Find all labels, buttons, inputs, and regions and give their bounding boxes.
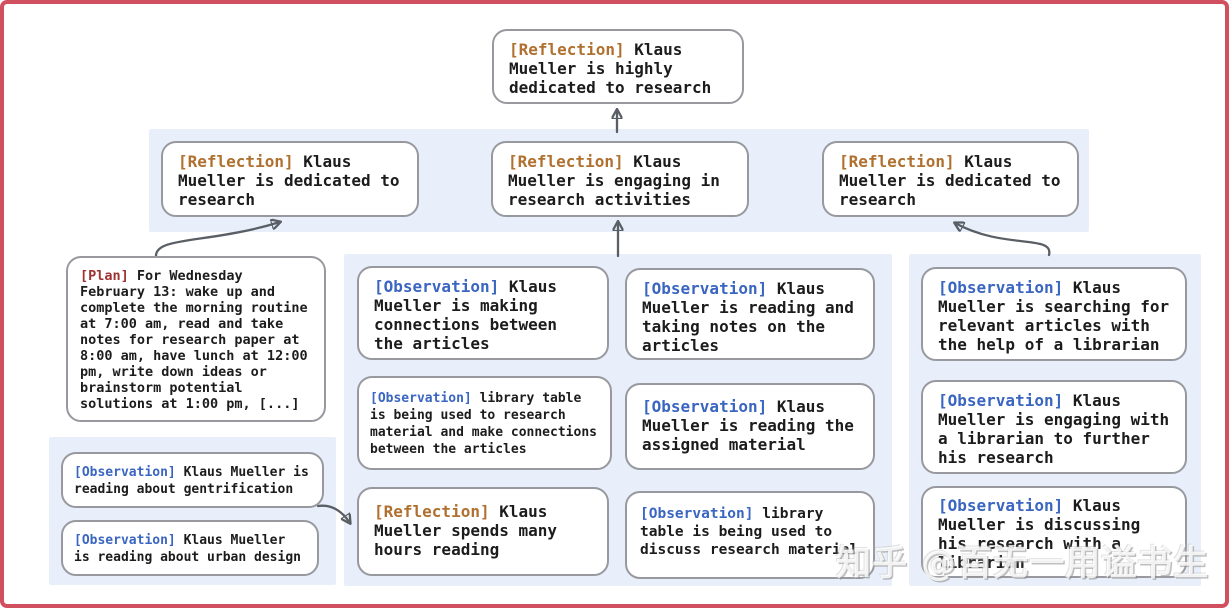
observation-tag: [Observation] xyxy=(74,465,176,480)
reflection-tag: [Reflection] xyxy=(178,152,294,171)
reflection-tag: [Reflection] xyxy=(509,40,625,59)
node-text: For Wednesday February 13: wake up and c… xyxy=(80,268,308,412)
node-reflection-left: [Reflection] Klaus Mueller is dedicated … xyxy=(161,141,419,217)
node-text: Klaus Mueller is engaging in research ac… xyxy=(508,152,720,209)
reflection-tag: [Reflection] xyxy=(508,152,624,171)
node-observation-making-connections: [Observation] Klaus Mueller is making co… xyxy=(357,266,609,360)
node-observation-discuss-material: [Observation] library table is being use… xyxy=(625,491,875,579)
node-observation-library-research: [Observation] library table is being use… xyxy=(357,376,612,470)
observation-tag: [Observation] xyxy=(642,397,768,416)
node-observation-engaging-librarian: [Observation] Klaus Mueller is engaging … xyxy=(921,380,1187,474)
observation-tag: [Observation] xyxy=(640,506,754,522)
node-text: Klaus Mueller is engaging with a librari… xyxy=(938,391,1170,467)
node-text: Klaus Mueller spends many hours reading xyxy=(374,502,558,559)
node-observation-assigned-material: [Observation] Klaus Mueller is reading t… xyxy=(625,383,875,470)
observation-tag: [Observation] xyxy=(938,496,1064,515)
node-reflection-hours-reading: [Reflection] Klaus Mueller spends many h… xyxy=(357,487,609,576)
observation-tag: [Observation] xyxy=(938,391,1064,410)
plan-tag: [Plan] xyxy=(80,268,129,284)
observation-tag: [Observation] xyxy=(938,278,1064,297)
node-observation-gentrification: [Observation] Klaus Mueller is reading a… xyxy=(61,452,324,508)
observation-tag: [Observation] xyxy=(642,279,768,298)
node-text: library table is being used to discuss r… xyxy=(640,506,859,558)
node-text: Klaus Mueller is making connections betw… xyxy=(374,277,558,353)
node-text: Klaus Mueller is searching for relevant … xyxy=(938,278,1170,354)
node-text: Klaus Mueller is highly dedicated to res… xyxy=(509,40,712,97)
node-reflection-top: [Reflection] Klaus Mueller is highly ded… xyxy=(492,29,744,104)
reflection-tag: [Reflection] xyxy=(839,152,955,171)
node-reflection-right: [Reflection] Klaus Mueller is dedicated … xyxy=(822,141,1079,217)
node-text: Klaus Mueller is reading and taking note… xyxy=(642,279,854,355)
node-observation-discussing-librarian: [Observation] Klaus Mueller is discussin… xyxy=(921,486,1187,578)
node-text: Klaus Mueller is dedicated to research xyxy=(178,152,400,209)
node-observation-searching-articles: [Observation] Klaus Mueller is searching… xyxy=(921,267,1187,361)
reflection-tag: [Reflection] xyxy=(374,502,490,521)
node-text: Klaus Mueller is reading about gentrific… xyxy=(74,465,309,497)
node-plan: [Plan] For Wednesday February 13: wake u… xyxy=(66,256,326,422)
observation-tag: [Observation] xyxy=(370,391,472,406)
node-text: Klaus Mueller is discussing his research… xyxy=(938,496,1141,572)
node-reflection-middle: [Reflection] Klaus Mueller is engaging i… xyxy=(491,141,749,217)
node-observation-urban-design: [Observation] Klaus Mueller is reading a… xyxy=(61,520,319,576)
node-observation-taking-notes: [Observation] Klaus Mueller is reading a… xyxy=(625,268,875,360)
node-text: Klaus Mueller is reading the assigned ma… xyxy=(642,397,854,454)
node-text: Klaus Mueller is dedicated to research xyxy=(839,152,1061,209)
node-text: Klaus Mueller is reading about urban des… xyxy=(74,533,301,565)
zhihu-watermark: 知乎 @百无一用谥书生 xyxy=(836,544,1210,584)
observation-tag: [Observation] xyxy=(374,277,500,296)
observation-tag: [Observation] xyxy=(74,533,176,548)
node-text: library table is being used to research … xyxy=(370,391,597,457)
